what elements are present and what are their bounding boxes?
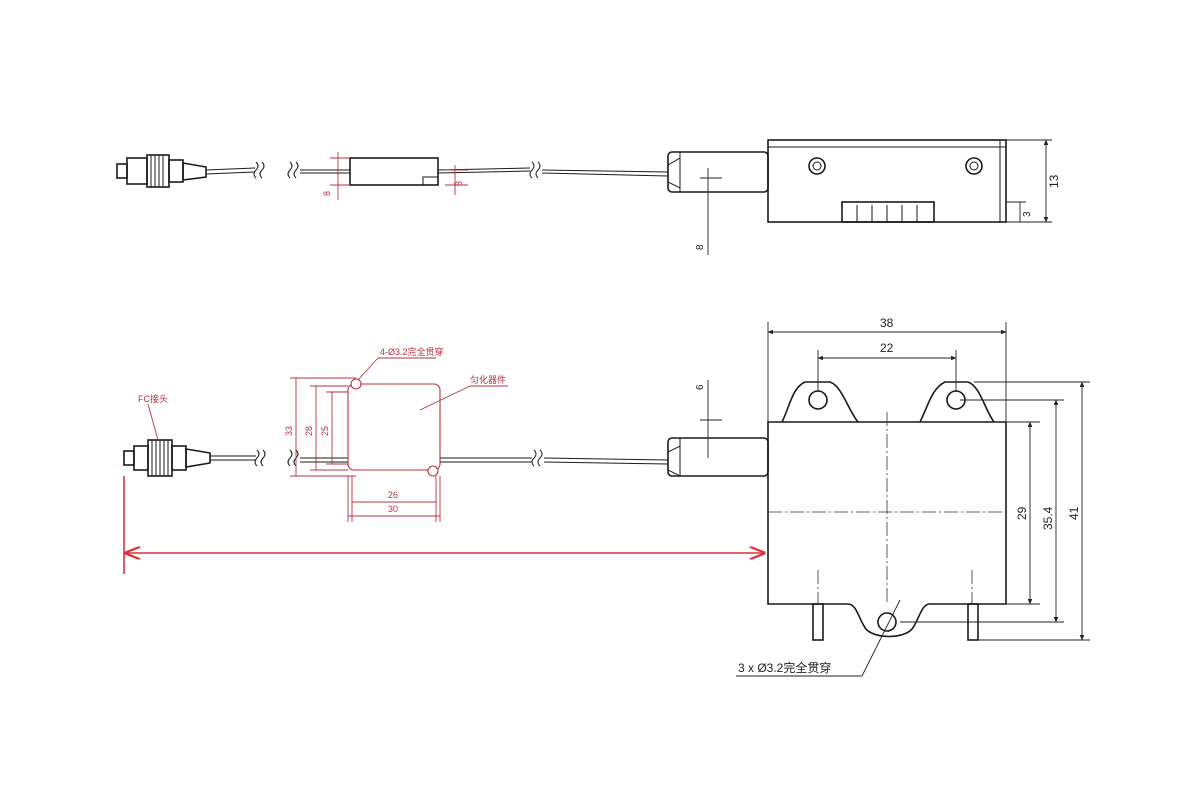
dim-29: 29 xyxy=(1015,506,1029,520)
dim-connector-height: 8 xyxy=(695,244,706,250)
fc-connector-front xyxy=(123,439,266,477)
dim-pin-height: 3 xyxy=(1022,211,1033,217)
homogenizer-label: 匀化器件 xyxy=(470,374,506,385)
dim-38: 38 xyxy=(880,316,894,330)
dim-body-height: 13 xyxy=(1047,174,1061,188)
hole-label-top: 4-Ø3.2完全贯穿 xyxy=(380,346,444,357)
fc-connector-top xyxy=(116,154,265,188)
homogenizer-side: 8 8 xyxy=(287,152,531,200)
dim-35-4: 35.4 xyxy=(1041,506,1055,530)
dim-small-a: 8 xyxy=(322,191,332,196)
laser-body-front xyxy=(767,381,1007,641)
dim-22: 22 xyxy=(880,341,894,355)
dim-h33: 33 xyxy=(284,426,294,436)
hole-label-bottom: 3 x Ø3.2完全贯穿 xyxy=(738,660,831,675)
dim-w30: 30 xyxy=(388,504,398,514)
top-view: 8 8 13 xyxy=(116,139,1061,255)
fc-connector-label: FC接头 xyxy=(138,393,168,404)
dim-h28: 28 xyxy=(304,426,314,436)
laser-body-side xyxy=(767,139,1007,223)
dim-small-b: 8 xyxy=(454,181,464,186)
dim-41: 41 xyxy=(1067,506,1081,520)
dim-6: 6 xyxy=(695,384,706,390)
dim-h25: 25 xyxy=(320,426,330,436)
front-view: FC接头 33 28 25 26 30 xyxy=(123,316,1090,677)
homogenizer-front xyxy=(287,378,532,477)
dim-w26: 26 xyxy=(388,490,398,500)
